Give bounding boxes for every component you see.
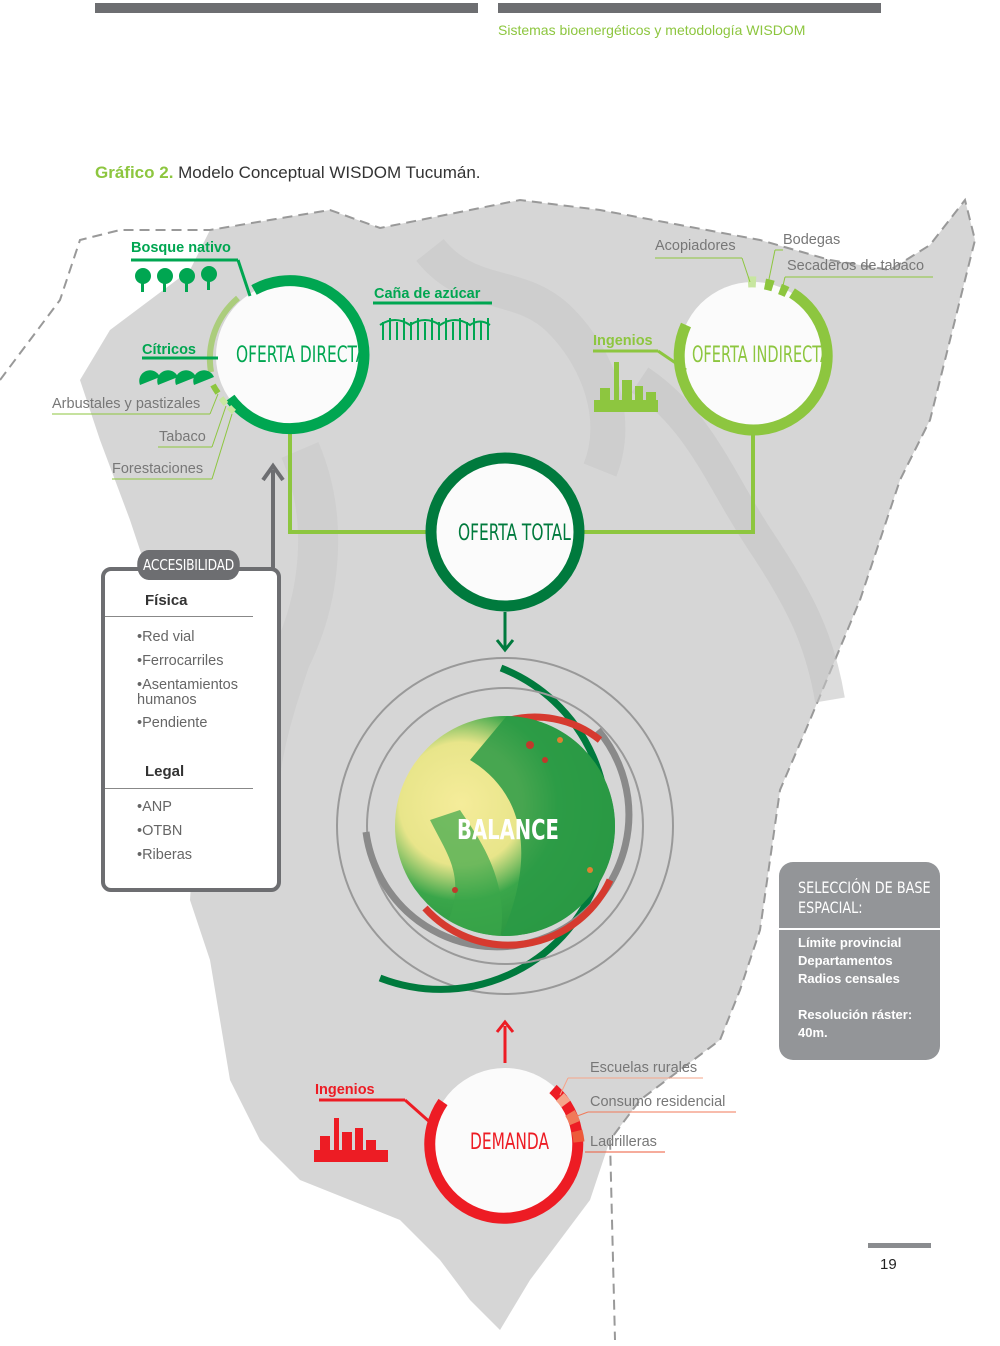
figure-caption: Gráfico 2. Modelo Conceptual WISDOM Tucu… bbox=[95, 163, 481, 183]
fisica-divider bbox=[105, 616, 253, 617]
fisica-item: •Pendiente bbox=[137, 715, 208, 731]
oferta-total-title: OFERTA TOTAL bbox=[458, 521, 571, 546]
citrus-icon bbox=[139, 370, 214, 385]
legal-item: •ANP bbox=[137, 799, 172, 815]
label-cana-azucar: Caña de azúcar bbox=[374, 286, 481, 302]
tree-icon bbox=[135, 266, 217, 292]
seleccion-item: Límite provincial bbox=[798, 935, 902, 950]
connector-indirecta-total bbox=[583, 430, 755, 534]
arrow-down-icon bbox=[495, 639, 515, 653]
oferta-total-ring bbox=[425, 452, 585, 612]
label-ingenios-indirecta: Ingenios bbox=[593, 333, 653, 349]
sugarcane-icon bbox=[379, 318, 491, 340]
page-number-bar bbox=[868, 1243, 931, 1248]
seleccion-box: SELECCIÓN DE BASE ESPACIAL: Límite provi… bbox=[779, 862, 940, 1060]
label-bosque-nativo: Bosque nativo bbox=[131, 240, 231, 256]
province-boundary bbox=[0, 197, 977, 1341]
oferta-indirecta-fill bbox=[679, 282, 827, 430]
oferta-directa-fill bbox=[216, 282, 364, 430]
label-escuelas: Escuelas rurales bbox=[590, 1060, 698, 1076]
header-bar-left bbox=[95, 3, 478, 13]
label-arbustales: Arbustales y pastizales bbox=[52, 396, 201, 412]
label-ladrilleras: Ladrilleras bbox=[590, 1134, 657, 1150]
balance-title: BALANCE bbox=[457, 813, 559, 846]
demanda-title: DEMANDA bbox=[470, 1130, 550, 1155]
label-bodegas: Bodegas bbox=[783, 232, 841, 248]
legal-heading: Legal bbox=[145, 763, 185, 780]
arrow-up-gray-icon bbox=[261, 462, 285, 482]
seleccion-item: Departamentos bbox=[798, 953, 893, 968]
seleccion-divider bbox=[779, 928, 940, 930]
legal-divider bbox=[105, 788, 253, 789]
factory-icon bbox=[594, 362, 658, 412]
seleccion-resolucion: Resolución ráster: 40m. bbox=[798, 1007, 913, 1040]
page-number: 19 bbox=[880, 1256, 897, 1273]
connector-directa-total bbox=[288, 430, 428, 534]
fisica-heading: Física bbox=[145, 592, 188, 609]
label-acopiadores: Acopiadores bbox=[655, 238, 736, 254]
accesibilidad-box bbox=[101, 567, 281, 892]
seleccion-item: Radios censales bbox=[798, 971, 900, 986]
caption-text: Modelo Conceptual WISDOM Tucumán. bbox=[173, 163, 481, 182]
demanda-fill bbox=[431, 1068, 579, 1216]
label-tabaco: Tabaco bbox=[159, 429, 206, 445]
seleccion-title: SELECCIÓN DE BASE ESPACIAL: bbox=[798, 878, 931, 917]
fisica-item: •Asentamientos humanos bbox=[137, 677, 238, 708]
oferta-indirecta-ring bbox=[673, 288, 833, 436]
caption-label: Gráfico 2. bbox=[95, 163, 174, 182]
label-citricos: Cítricos bbox=[142, 342, 196, 358]
oferta-indirecta-title: OFERTA INDIRECTA bbox=[692, 343, 830, 368]
label-consumo: Consumo residencial bbox=[590, 1094, 726, 1110]
accesibilidad-title: ACCESIBILIDAD bbox=[137, 550, 240, 580]
balance-outer-gray-ring bbox=[336, 657, 674, 995]
legal-item: •Riberas bbox=[137, 847, 193, 863]
oferta-directa-ring bbox=[225, 275, 370, 435]
oferta-directa-title: OFERTA DIRECTA bbox=[236, 343, 367, 368]
oferta-total-fill bbox=[431, 458, 579, 606]
arrow-up-icon bbox=[495, 1019, 515, 1033]
label-ingenios-demanda: Ingenios bbox=[315, 1082, 375, 1098]
label-secaderos: Secaderos de tabaco bbox=[787, 258, 925, 274]
fisica-item: •Red vial bbox=[137, 629, 195, 645]
factory-red-icon bbox=[314, 1118, 388, 1162]
header-bar-right bbox=[498, 3, 881, 13]
label-forestaciones: Forestaciones bbox=[112, 461, 204, 477]
fisica-item: •Ferrocarriles bbox=[137, 653, 224, 669]
balance-mid-gray-ring bbox=[366, 687, 644, 965]
legal-item: •OTBN bbox=[137, 823, 183, 839]
running-title: Sistemas bioenergéticos y metodología WI… bbox=[498, 22, 806, 38]
